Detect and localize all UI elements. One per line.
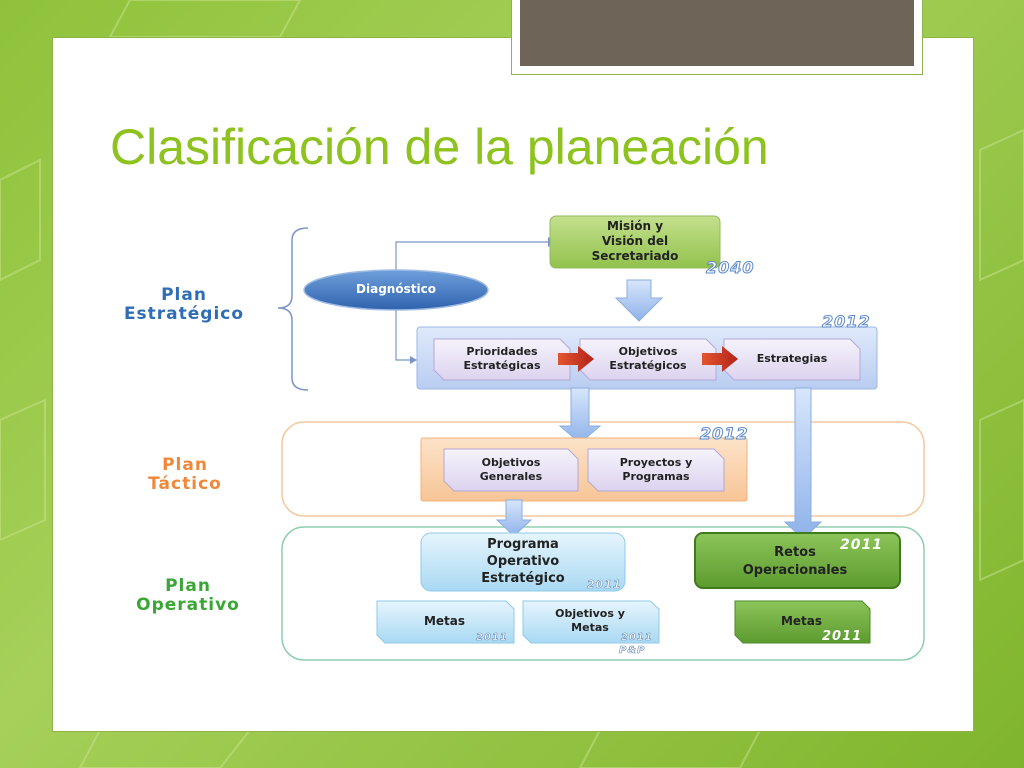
objetivos-estrategicos-line2: Estratégicos [609, 359, 687, 372]
arrow-estrategias-retos [783, 387, 823, 540]
year-metas-2: 2011 [822, 629, 863, 644]
year-programa-operativo: 2011 [587, 578, 622, 592]
year-retos: 2011 [840, 537, 883, 553]
slide-tab-inner [520, 0, 914, 66]
objetivos-metas-sub: P&P [619, 645, 646, 657]
label-plan-tactico-line2: Táctico [148, 474, 222, 494]
year-objetivos-metas: 2011 [621, 632, 653, 644]
metas-1-label: Metas [423, 614, 466, 628]
objetivos-generales-box[interactable] [443, 448, 579, 492]
proyectos-programas-line2: Programas [622, 470, 690, 483]
programa-operativo-label: Programa Operativo Estratégico [421, 536, 625, 587]
year-metas-1: 2011 [476, 632, 508, 644]
estrategico-bracket [277, 227, 309, 391]
retos-label: Retos Operacionales [700, 544, 890, 580]
programa-operativo-line3: Estratégico [481, 571, 565, 586]
metas-box-2[interactable] [734, 600, 871, 644]
connector-to-panel [395, 308, 412, 361]
label-plan-operativo-line2: Operativo [136, 595, 240, 615]
label-plan-tactico-line1: Plan [162, 455, 208, 475]
label-plan-tactico: Plan Táctico [110, 456, 260, 494]
arrow-mision-panel [614, 279, 664, 322]
mision-line2: Visión del [601, 234, 669, 248]
retos-line1: Retos [774, 545, 816, 560]
year-tactico: 2012 [700, 424, 749, 444]
objetivos-metas-label: Objetivos y Metas [523, 607, 657, 635]
label-plan-estrategico-line2: Estratégico [123, 304, 245, 324]
programa-operativo-box[interactable] [420, 532, 626, 592]
metas-box-1[interactable] [376, 600, 515, 644]
objetivos-metas-line1: Objetivos y [555, 607, 625, 620]
retos-operacionales-box[interactable] [694, 532, 901, 589]
objetivos-metas-box[interactable] [522, 600, 660, 644]
red-arrow-2 [702, 346, 738, 372]
objetivos-metas-line2: Metas [571, 621, 609, 634]
label-plan-operativo-line1: Plan [165, 576, 211, 596]
prioridades-line1: Prioridades [466, 345, 538, 358]
arrow-tactico-operativo [495, 499, 533, 537]
objetivos-generales-line2: Generales [479, 470, 543, 483]
estrategias-label: Estrategias [756, 352, 828, 365]
proyectos-programas-line1: Proyectos y [619, 456, 693, 469]
slide-title: Clasificación de la planeación [110, 119, 769, 175]
mision-line1: Misión y [606, 219, 664, 233]
mision-line3: Secretariado [591, 249, 679, 263]
mision-label: Misión y Visión del Secretariado [550, 219, 720, 264]
proyectos-programas-box[interactable] [587, 448, 725, 492]
red-arrow-1 [558, 346, 594, 372]
diagnostico-node[interactable] [303, 269, 489, 311]
objetivos-estrategicos-line1: Objetivos [618, 345, 678, 358]
metas-2-label: Metas [780, 614, 823, 628]
objetivos-generales-line1: Objetivos [481, 456, 541, 469]
year-mision: 2040 [706, 258, 755, 278]
label-plan-estrategico: Plan Estratégico [104, 286, 264, 324]
objetivos-generales-label: Objetivos Generales [444, 456, 578, 484]
diagnostico-label: Diagnóstico [356, 282, 436, 296]
label-plan-operativo: Plan Operativo [108, 577, 268, 615]
objetivos-estrategicos-label: Objetivos Estratégicos [580, 345, 716, 373]
prioridades-box[interactable] [433, 338, 571, 381]
label-plan-estrategico-line1: Plan [161, 285, 207, 305]
year-estrategico: 2012 [822, 312, 871, 332]
arrow-estrategico-tactico [558, 387, 602, 444]
slide-tab-decoration [511, 0, 923, 75]
prioridades-label: Prioridades Estratégicas [434, 345, 570, 373]
proyectos-programas-label: Proyectos y Programas [588, 456, 724, 484]
retos-line2: Operacionales [742, 563, 848, 578]
programa-operativo-line1: Programa [487, 537, 559, 552]
mision-box[interactable] [549, 215, 721, 269]
prioridades-line2: Estratégicas [463, 359, 541, 372]
programa-operativo-line2: Operativo [486, 554, 560, 569]
connector-to-panel-head [410, 356, 417, 364]
